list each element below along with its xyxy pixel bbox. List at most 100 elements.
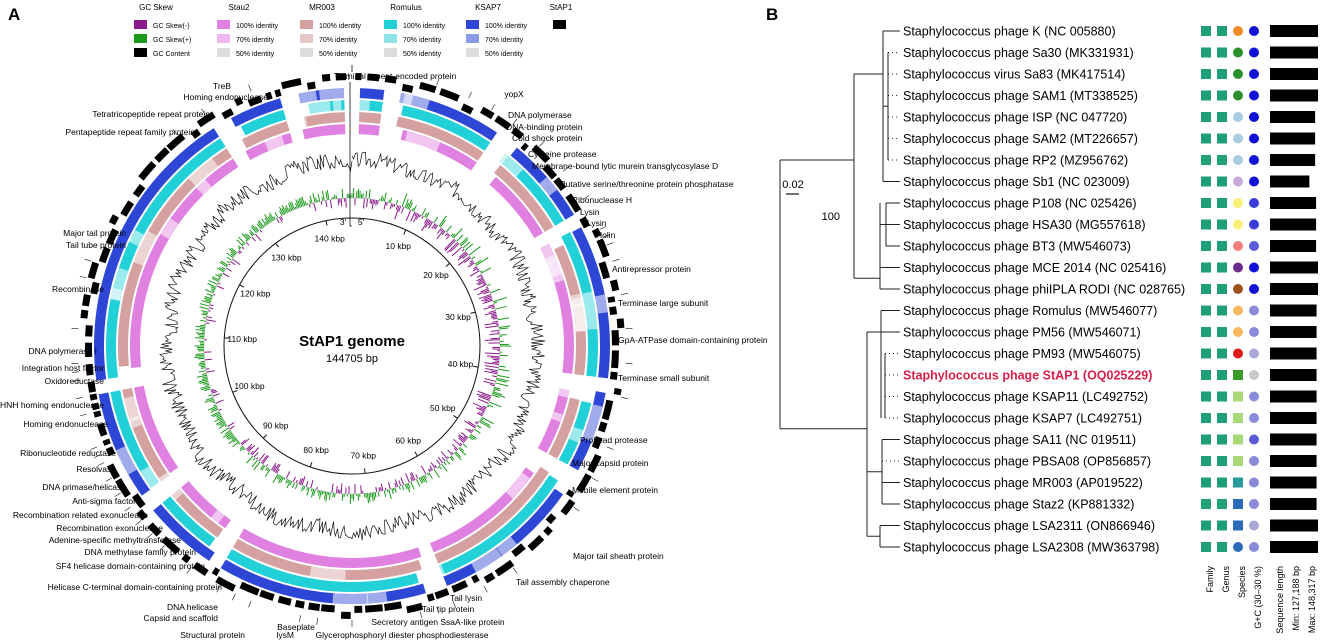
gc-skew-positive: [438, 465, 442, 470]
gc-skew-negative: [245, 443, 253, 450]
identity-ring-stau2: [130, 158, 239, 368]
gene-label-tick: [583, 195, 590, 200]
gc-skew-positive: [374, 492, 377, 498]
gc-skew-positive: [290, 201, 296, 210]
gc-skew-negative: [375, 199, 378, 206]
gene-label: DNA primase/helicase: [42, 482, 126, 492]
identity-ring-stau2: [430, 467, 534, 553]
gc-skew-positive: [224, 424, 228, 427]
cds-block: [105, 446, 116, 457]
gc-skew-negative: [418, 214, 422, 218]
gc-skew-positive: [285, 205, 290, 213]
cds-block: [239, 581, 260, 596]
gc-skew-positive: [254, 226, 260, 232]
identity-ring-mr003: [396, 116, 484, 161]
gc-skew-negative: [457, 252, 468, 261]
family-cell: [1201, 284, 1211, 294]
identity-ring-mr003: [434, 466, 549, 564]
gc-skew-negative: [486, 355, 500, 358]
cds-block: [196, 111, 216, 128]
gc-skew-negative: [476, 276, 484, 282]
gene-label-tick: [436, 78, 440, 86]
legend-swatch: [300, 34, 313, 43]
gc-skew-positive: [222, 431, 232, 439]
species-cell: [1233, 90, 1243, 101]
gc-cell: [1249, 305, 1259, 316]
gc-skew-positive: [200, 365, 206, 368]
gc-skew-positive: [226, 256, 232, 261]
identity-patch: [332, 100, 342, 111]
gc-skew-positive: [476, 424, 482, 429]
gc-skew-positive: [371, 492, 374, 502]
gc-skew-positive: [278, 476, 283, 484]
gc-skew-negative: [477, 281, 486, 286]
gc-cell: [1249, 284, 1259, 294]
gc-skew-negative: [491, 307, 496, 309]
legend-swatch: [300, 48, 313, 57]
gc-skew-negative: [468, 428, 473, 433]
gene-label: Holin: [596, 230, 616, 240]
identity-patch: [558, 386, 570, 398]
gene-label-tick: [591, 477, 599, 482]
gc-skew-negative: [459, 442, 463, 446]
gc-skew-positive: [216, 414, 222, 418]
gene-label-tick: [483, 585, 488, 593]
gene-label-tick: [79, 275, 87, 279]
gene-label: Cold shock protein: [512, 133, 583, 143]
legend-title-3: Romulus: [390, 3, 422, 12]
species-cell: [1233, 26, 1243, 36]
gc-skew-negative: [467, 262, 475, 268]
gc-cell: [1249, 26, 1259, 36]
kbp-tick: [414, 451, 418, 457]
identity-ring-ksap7: [94, 128, 220, 381]
tip-label: Staphylococcus phage Sa30 (MK331931): [903, 46, 1134, 60]
gc-skew-negative: [371, 199, 375, 210]
gc-skew-negative: [451, 451, 454, 455]
gc-skew-positive: [491, 394, 500, 398]
gc-skew-positive: [470, 433, 477, 439]
gc-skew-positive: [404, 483, 408, 490]
gc-skew-positive: [288, 207, 291, 212]
cds-block: [247, 95, 263, 107]
gene-label-tick: [172, 129, 178, 136]
origin-label-3: 3': [340, 217, 347, 227]
gc-skew-positive: [459, 237, 469, 246]
genus-cell: [1217, 69, 1227, 79]
gene-label-tick: [90, 446, 98, 450]
identity-ring-romulus: [401, 105, 491, 151]
gc-skew-positive: [284, 207, 289, 213]
tip-label: Staphylococcus phage Romulus (MW546077): [903, 304, 1157, 318]
cds-block: [401, 83, 414, 93]
gc-skew-positive: [215, 274, 222, 278]
gc-skew-positive: [388, 199, 391, 203]
gc-skew-positive: [276, 474, 280, 479]
family-cell: [1201, 69, 1211, 79]
tip-label: Staphylococcus phage RP2 (MZ956762): [903, 154, 1128, 168]
gc-skew-positive: [197, 374, 208, 378]
gc-skew-positive: [420, 476, 424, 483]
gc-skew-negative: [467, 421, 477, 428]
gc-skew-negative: [285, 471, 291, 479]
cds-block: [132, 183, 146, 198]
gc-skew-negative: [393, 204, 396, 207]
tip-label: Staphylococcus phage KSAP11 (LC492752): [903, 390, 1148, 404]
gc-skew-positive: [306, 487, 309, 491]
identity-patch: [309, 566, 346, 580]
gc-cell: [1249, 456, 1259, 466]
gc-skew-positive: [394, 487, 397, 493]
gc-skew-positive: [306, 487, 310, 496]
gc-skew-positive: [206, 293, 213, 297]
sequence-length-bar: [1270, 25, 1318, 37]
gc-skew-negative: [205, 322, 210, 324]
legend-label: 70% identity: [319, 37, 358, 44]
species-cell: [1233, 241, 1243, 251]
cds-block: [434, 588, 450, 600]
gc-skew-positive: [498, 365, 506, 368]
gc-skew-positive: [204, 398, 215, 404]
gc-skew-positive: [197, 357, 205, 360]
identity-ring-mr003: [554, 244, 587, 376]
species-cell: [1233, 456, 1243, 466]
gc-skew-positive: [433, 468, 440, 478]
gc-skew-positive: [325, 191, 328, 201]
gc-skew-positive: [239, 446, 245, 452]
